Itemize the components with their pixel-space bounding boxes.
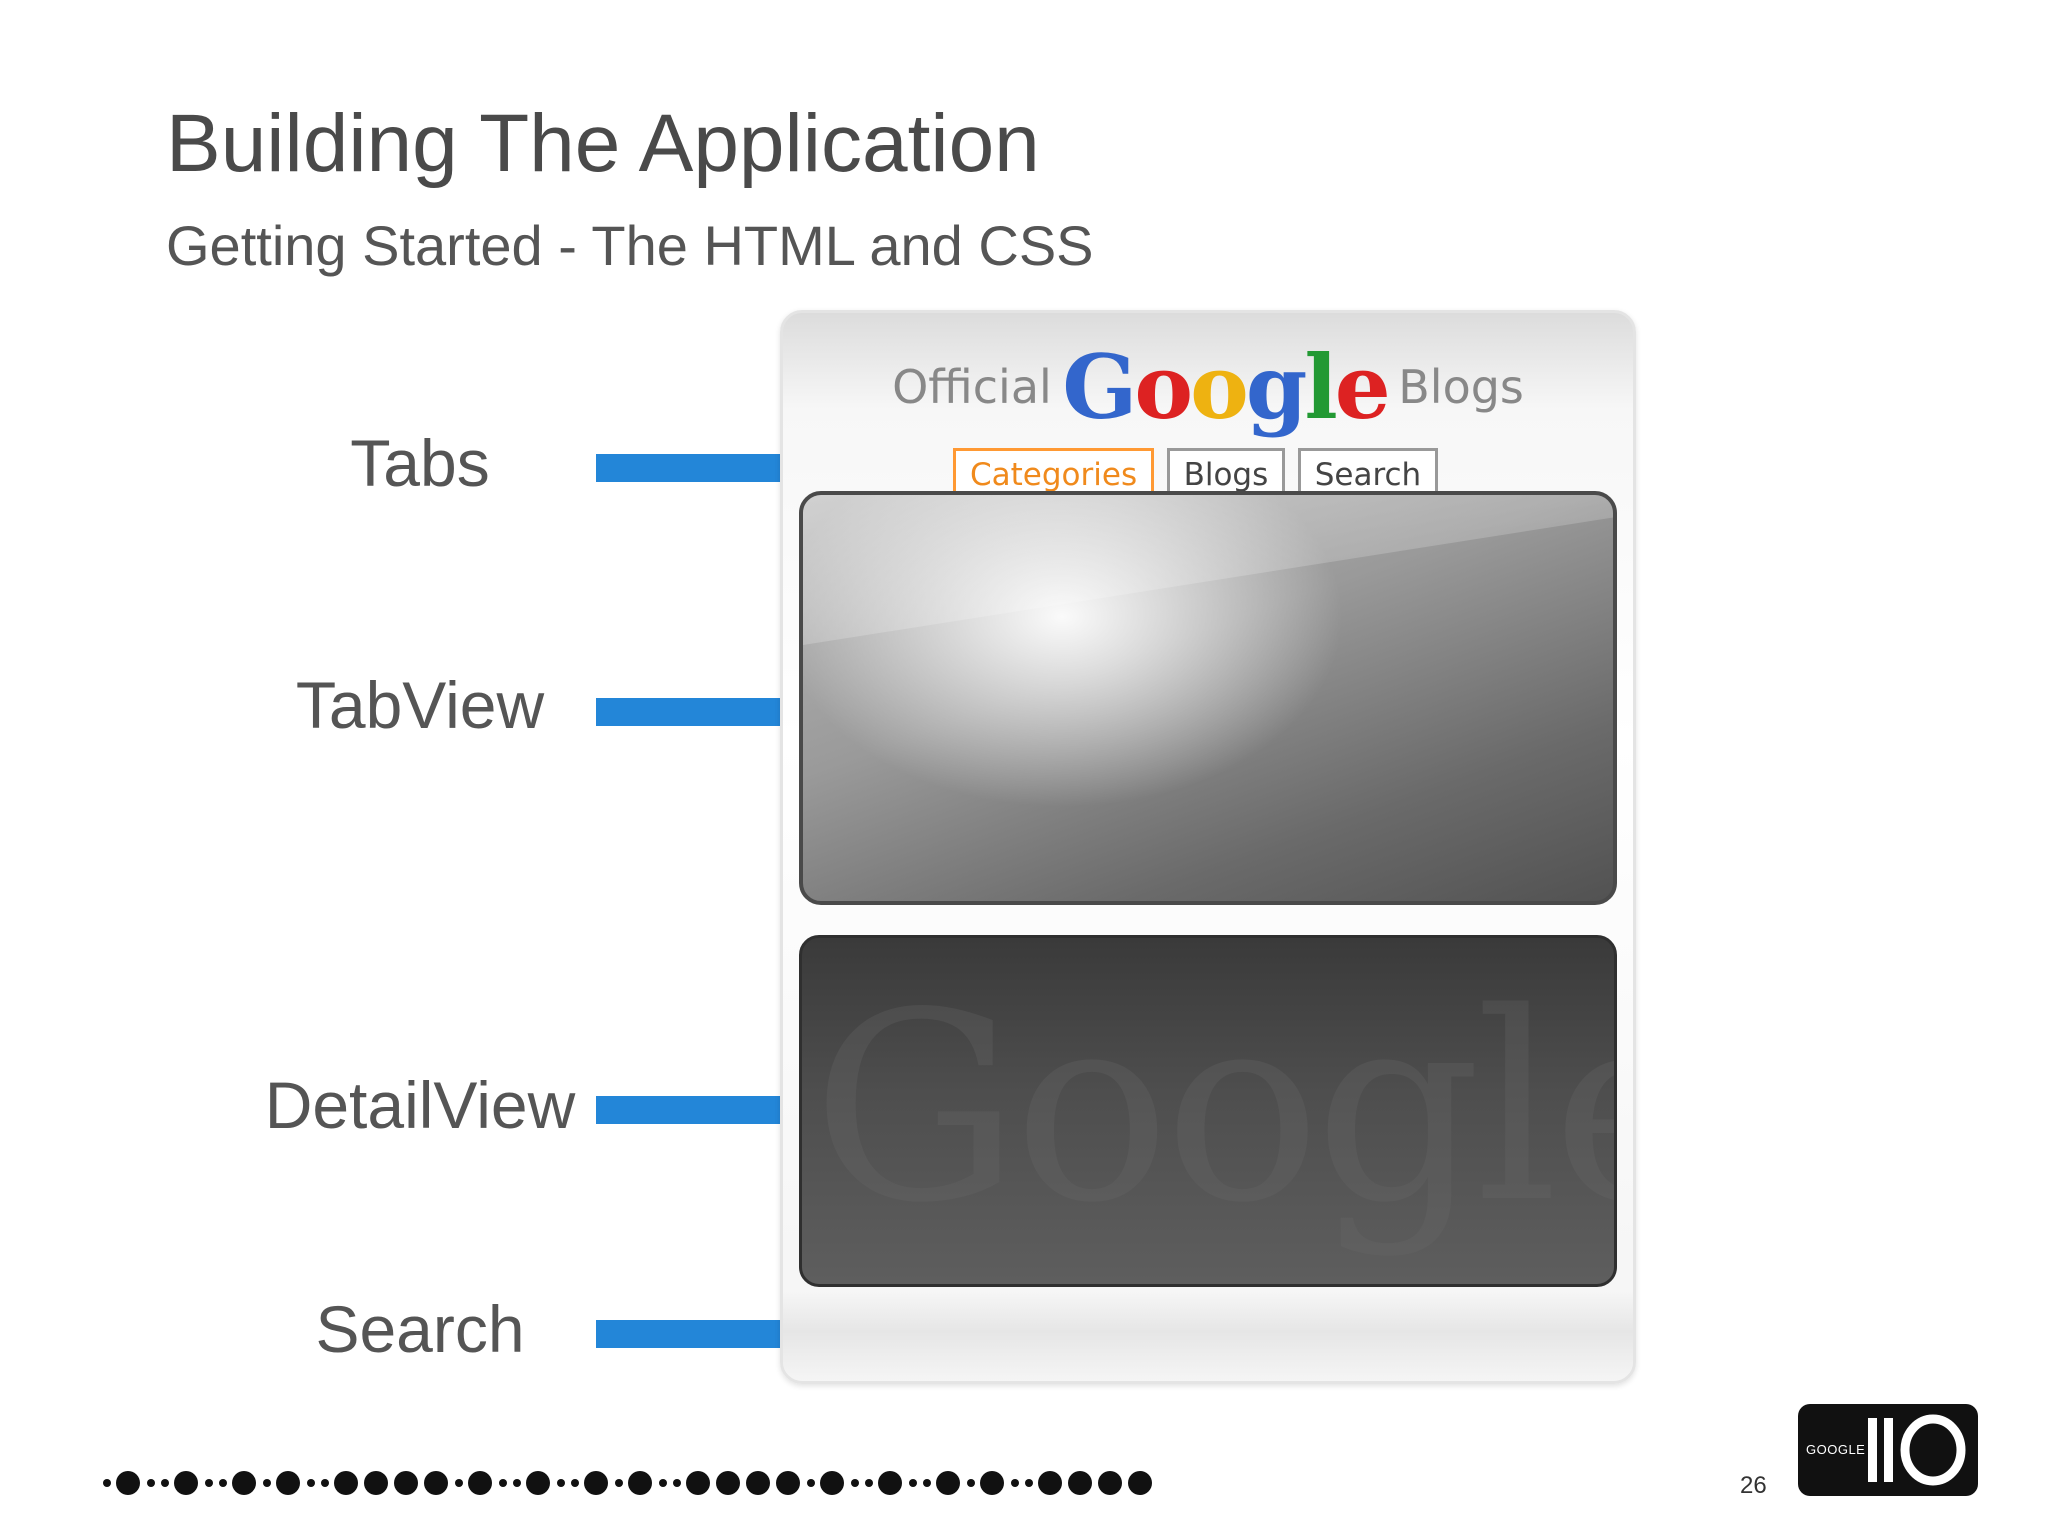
- footer-dot: [776, 1471, 800, 1495]
- footer-dot: [174, 1471, 198, 1495]
- footer-dot: [526, 1471, 550, 1495]
- footer-dot: [334, 1471, 358, 1495]
- tab-view-panel[interactable]: [799, 491, 1617, 905]
- footer-dot: [513, 1479, 521, 1487]
- footer-dot: [615, 1479, 623, 1487]
- detail-view-panel[interactable]: Google: [799, 935, 1617, 1287]
- footer-dot: [1068, 1471, 1092, 1495]
- slide-subtitle: Getting Started - The HTML and CSS: [166, 214, 1094, 277]
- footer-dot: [468, 1471, 492, 1495]
- footer-dot: [686, 1471, 710, 1495]
- search-bar-area[interactable]: [783, 1291, 1633, 1381]
- footer-dot: [571, 1479, 579, 1487]
- tab-bar: Categories Blogs Search: [953, 448, 1446, 498]
- callout-label-tabview: TabView: [295, 668, 545, 742]
- panel-gloss: [803, 495, 1613, 645]
- footer-dot-pattern: [103, 1471, 1152, 1495]
- tab-search[interactable]: Search: [1297, 448, 1439, 498]
- footer-dot: [1025, 1479, 1033, 1487]
- footer-dot: [424, 1471, 448, 1495]
- page-number: 26: [1740, 1472, 1767, 1499]
- footer-dot: [716, 1471, 740, 1495]
- footer-dot: [936, 1471, 960, 1495]
- footer-dot: [878, 1471, 902, 1495]
- footer-dot: [851, 1479, 859, 1487]
- callout-label-detailview: DetailView: [264, 1068, 576, 1142]
- footer-dot: [455, 1479, 463, 1487]
- callout-label-search: Search: [315, 1292, 525, 1366]
- callout-label-tabs: Tabs: [350, 426, 490, 500]
- app-mockup: Official Google Blogs Categories Blogs S…: [780, 310, 1636, 1384]
- footer-dot: [103, 1479, 111, 1487]
- footer-dot: [820, 1471, 844, 1495]
- footer-dot: [865, 1479, 873, 1487]
- footer-dot: [263, 1479, 271, 1487]
- footer-dot: [232, 1471, 256, 1495]
- footer-dot: [307, 1479, 315, 1487]
- footer-dot: [909, 1479, 917, 1487]
- slide-title: Building The Application: [166, 98, 1040, 189]
- footer-dot: [980, 1471, 1004, 1495]
- footer-dot: [147, 1479, 155, 1487]
- google-io-logo: GOOGLE: [1798, 1404, 1978, 1496]
- footer-dot: [584, 1471, 608, 1495]
- arrow-tabs: [596, 438, 896, 498]
- arrow-search: [596, 1304, 896, 1364]
- footer-dot: [161, 1479, 169, 1487]
- footer-dot: [1038, 1471, 1062, 1495]
- footer-dot: [499, 1479, 507, 1487]
- footer-dot: [276, 1471, 300, 1495]
- logo-prefix: Official: [892, 360, 1052, 414]
- footer-dot: [116, 1471, 140, 1495]
- io-glyph: [1868, 1414, 1966, 1486]
- footer-dot: [321, 1479, 329, 1487]
- footer-dot: [1011, 1479, 1019, 1487]
- footer-dot: [205, 1479, 213, 1487]
- footer-dot: [394, 1471, 418, 1495]
- footer-dot: [807, 1479, 815, 1487]
- footer-dot: [1098, 1471, 1122, 1495]
- tab-categories[interactable]: Categories: [953, 448, 1155, 498]
- logo-suffix: Blogs: [1398, 360, 1524, 414]
- footer-dot: [364, 1471, 388, 1495]
- footer-dot: [219, 1479, 227, 1487]
- footer-dot: [923, 1479, 931, 1487]
- official-google-blogs-logo: Official Google Blogs: [783, 335, 1633, 439]
- footer-dot: [659, 1479, 667, 1487]
- footer-dot: [628, 1471, 652, 1495]
- io-logo-text: GOOGLE: [1806, 1442, 1866, 1457]
- google-wordmark: Google: [1062, 335, 1391, 439]
- footer-dot: [673, 1479, 681, 1487]
- footer-dot: [1128, 1471, 1152, 1495]
- google-watermark: Google: [812, 958, 1617, 1260]
- footer-dot: [746, 1471, 770, 1495]
- tab-blogs[interactable]: Blogs: [1166, 448, 1286, 498]
- footer-dot: [557, 1479, 565, 1487]
- footer-dot: [967, 1479, 975, 1487]
